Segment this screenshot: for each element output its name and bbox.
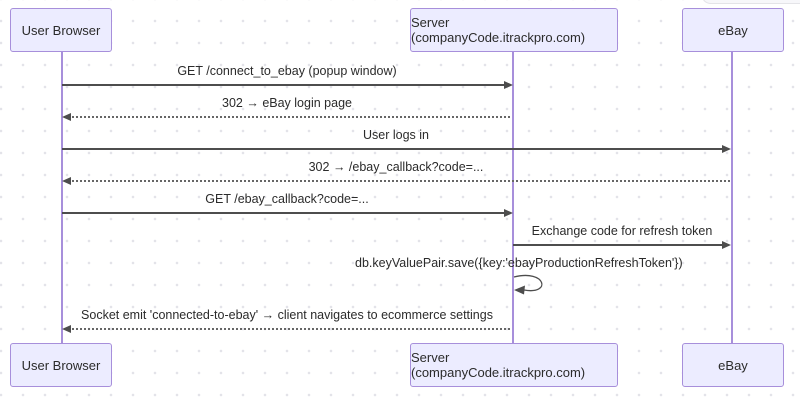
message-label: db.keyValuePair.save({key:'ebayProductio… bbox=[355, 255, 675, 271]
panel-corner bbox=[701, 0, 800, 4]
actor-user-browser-top: User Browser bbox=[10, 8, 112, 52]
actor-ebay-label: eBay bbox=[718, 358, 748, 373]
message-line bbox=[62, 84, 510, 86]
lifeline-server bbox=[512, 52, 514, 343]
arrowhead-left-icon bbox=[62, 325, 71, 333]
arrowhead-left-icon bbox=[62, 177, 71, 185]
actor-user-browser-bottom: User Browser bbox=[10, 343, 112, 387]
actor-user-browser-label: User Browser bbox=[22, 358, 101, 373]
message-label: 302 → /ebay_callback?code=... bbox=[62, 159, 730, 175]
message-label: Socket emit 'connected-to-ebay' → client… bbox=[62, 307, 512, 323]
actor-server-label: Server (companyCode.itrackpro.com) bbox=[411, 350, 617, 380]
arrowhead-right-icon bbox=[504, 209, 513, 217]
message-label: 302 → eBay login page bbox=[62, 95, 512, 111]
message-label: GET /connect_to_ebay (popup window) bbox=[62, 63, 512, 79]
actor-ebay-bottom: eBay bbox=[682, 343, 784, 387]
arrowhead-right-icon bbox=[722, 241, 731, 249]
arrowhead-right-icon bbox=[722, 145, 731, 153]
message-line bbox=[62, 212, 510, 214]
actor-server-bottom: Server (companyCode.itrackpro.com) bbox=[410, 343, 618, 387]
actor-ebay-label: eBay bbox=[718, 23, 748, 38]
message-line bbox=[513, 244, 729, 246]
message-label: Exchange code for refresh token bbox=[513, 223, 731, 239]
actor-ebay-top: eBay bbox=[682, 8, 784, 52]
lifeline-ebay bbox=[731, 52, 733, 343]
message-label: GET /ebay_callback?code=... bbox=[62, 191, 512, 207]
message-label: User logs in bbox=[62, 127, 730, 143]
message-line bbox=[72, 116, 512, 118]
arrowhead-right-icon bbox=[504, 81, 513, 89]
self-loop-arrow-icon bbox=[512, 272, 558, 298]
message-line bbox=[72, 328, 512, 330]
actor-user-browser-label: User Browser bbox=[22, 23, 101, 38]
message-line bbox=[62, 148, 729, 150]
actor-server-top: Server (companyCode.itrackpro.com) bbox=[410, 8, 618, 52]
actor-server-label: Server (companyCode.itrackpro.com) bbox=[411, 15, 617, 45]
message-line bbox=[72, 180, 731, 182]
arrowhead-left-icon bbox=[62, 113, 71, 121]
